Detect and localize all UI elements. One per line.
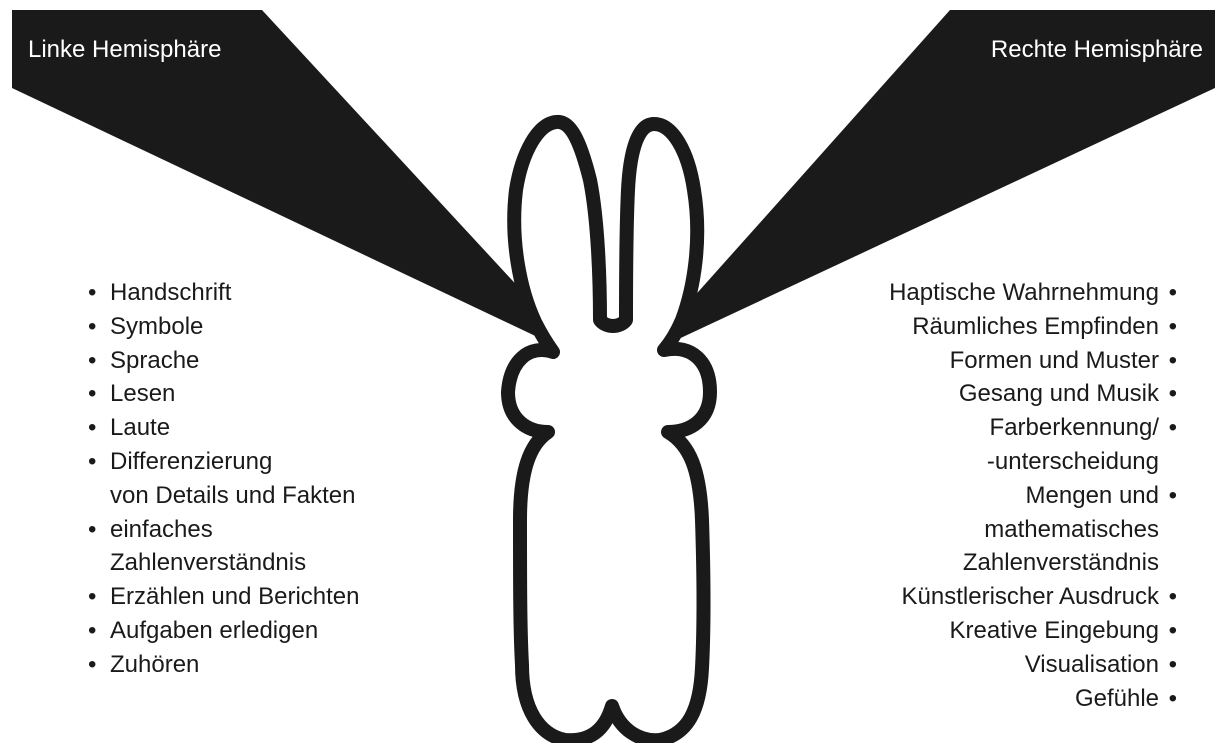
right-list-item: Haptische Wahrnehmung• <box>889 276 1177 310</box>
bullet-icon: • <box>1165 344 1177 378</box>
right-list-item-text: Räumliches Empfinden <box>912 313 1159 340</box>
left-list-item: •Aufgaben erledigen <box>88 614 360 648</box>
left-list-item-text: Erzählen und Berichten <box>110 583 360 610</box>
right-list-item-text: Farberkennung/ <box>990 414 1159 441</box>
bullet-icon: • <box>88 513 110 547</box>
left-list-item: •Handschrift <box>88 276 360 310</box>
bullet-icon: • <box>88 445 110 479</box>
right-list-item: Farberkennung/•-unterscheidung <box>889 411 1177 479</box>
right-list-item: Gefühle• <box>889 682 1177 716</box>
right-list-item-text: Gefühle <box>1075 685 1159 712</box>
right-list-item-text: mathematisches <box>889 513 1159 547</box>
left-list-item-text: Lesen <box>110 380 175 407</box>
bullet-icon: • <box>88 580 110 614</box>
right-hemisphere-list: Haptische Wahrnehmung•Räumliches Empfind… <box>889 276 1177 715</box>
left-list-item-text: Sprache <box>110 347 199 374</box>
left-list-item-text: Handschrift <box>110 279 231 306</box>
bullet-icon: • <box>1165 411 1177 445</box>
bullet-icon: • <box>1165 682 1177 716</box>
bullet-icon: • <box>88 344 110 378</box>
right-list-item-text: Kreative Eingebung <box>950 617 1159 644</box>
left-list-item-text: Aufgaben erledigen <box>110 617 318 644</box>
left-list-item: •Sprache <box>88 344 360 378</box>
left-list-item: •Lesen <box>88 377 360 411</box>
bullet-icon: • <box>88 614 110 648</box>
bullet-icon: • <box>88 648 110 682</box>
left-list-item: •Zuhören <box>88 648 360 682</box>
bullet-icon: • <box>1165 377 1177 411</box>
left-list-item-text: Laute <box>110 414 170 441</box>
rabbit-outline <box>508 122 710 740</box>
right-hemisphere-title: Rechte Hemisphäre <box>991 35 1203 65</box>
left-list-item-text: Symbole <box>110 313 203 340</box>
right-list-item: Formen und Muster• <box>889 344 1177 378</box>
bullet-icon: • <box>88 310 110 344</box>
right-list-item-text: -unterscheidung <box>889 445 1159 479</box>
right-list-item-text: Gesang und Musik <box>959 380 1159 407</box>
left-hemisphere-list: •Handschrift•Symbole•Sprache•Lesen•Laute… <box>88 276 360 682</box>
right-list-item-text: Zahlenverständnis <box>889 546 1159 580</box>
right-list-item-text: Mengen und <box>1026 482 1159 509</box>
bullet-icon: • <box>1165 276 1177 310</box>
bullet-icon: • <box>1165 614 1177 648</box>
left-list-item: •Erzählen und Berichten <box>88 580 360 614</box>
left-list-item-text: einfaches <box>110 516 213 543</box>
bullet-icon: • <box>1165 580 1177 614</box>
left-list-item-text: Differenzierung <box>110 448 272 475</box>
left-list-item-text: Zahlenverständnis <box>88 546 360 580</box>
right-list-item-text: Haptische Wahrnehmung <box>889 279 1159 306</box>
right-list-item: Räumliches Empfinden• <box>889 310 1177 344</box>
left-hemisphere-title: Linke Hemisphäre <box>28 35 221 65</box>
bullet-icon: • <box>1165 479 1177 513</box>
bullet-icon: • <box>88 411 110 445</box>
right-list-item: Gesang und Musik• <box>889 377 1177 411</box>
right-list-item: Visualisation• <box>889 648 1177 682</box>
left-list-item: •Differenzierung von Details und Fakten <box>88 445 360 513</box>
right-list-item-text: Künstlerischer Ausdruck <box>902 583 1159 610</box>
right-list-item: Künstlerischer Ausdruck• <box>889 580 1177 614</box>
bullet-icon: • <box>88 276 110 310</box>
bullet-icon: • <box>1165 310 1177 344</box>
right-list-item-text: Visualisation <box>1025 651 1159 678</box>
left-list-item: •Laute <box>88 411 360 445</box>
right-list-item: Kreative Eingebung• <box>889 614 1177 648</box>
left-list-item: •Symbole <box>88 310 360 344</box>
left-list-item-text: von Details und Fakten <box>88 479 360 513</box>
bullet-icon: • <box>1165 648 1177 682</box>
left-list-item-text: Zuhören <box>110 651 199 678</box>
right-list-item-text: Formen und Muster <box>950 347 1159 374</box>
bullet-icon: • <box>88 377 110 411</box>
